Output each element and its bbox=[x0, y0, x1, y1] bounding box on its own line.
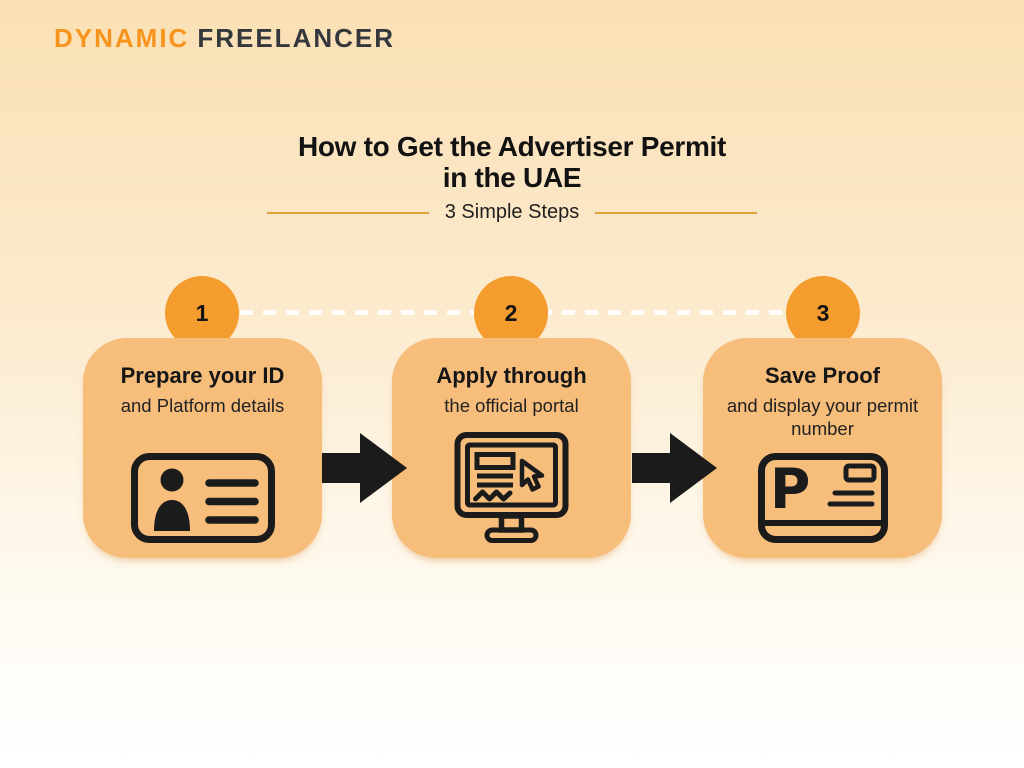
id-card-icon bbox=[130, 453, 275, 543]
step-2-title: Apply through bbox=[436, 363, 587, 388]
brand-name-secondary: FREELANCER bbox=[197, 23, 396, 53]
arrow-1-svg bbox=[322, 433, 407, 503]
subtitle-divider-right bbox=[595, 211, 758, 214]
portal-monitor-icon bbox=[454, 431, 569, 543]
arrow-2-svg bbox=[632, 433, 717, 503]
step-3-title: Save Proof bbox=[765, 363, 880, 388]
signature-squiggle bbox=[473, 489, 513, 502]
subtitle-text: 3 Simple Steps bbox=[444, 201, 580, 223]
permit-photo-box bbox=[843, 463, 876, 483]
permit-card-icon: P bbox=[757, 453, 888, 543]
permit-card-outline bbox=[757, 453, 888, 543]
id-card-outline bbox=[130, 453, 275, 543]
monitor-base bbox=[484, 527, 539, 543]
step-card-3: Save Proof and display your permit numbe… bbox=[703, 338, 942, 558]
step-number-badge-1: 1 bbox=[165, 276, 239, 350]
step-2-description: the official portal bbox=[444, 395, 579, 416]
page-header-box bbox=[474, 452, 516, 470]
person-head-icon bbox=[160, 468, 183, 492]
step-number-badge-2: 2 bbox=[474, 276, 548, 350]
id-card-icon-svg bbox=[130, 453, 275, 543]
arrow-1-shape bbox=[322, 433, 407, 503]
portal-monitor-icon-svg bbox=[454, 432, 569, 543]
step-number-2: 2 bbox=[504, 299, 518, 326]
step-number-3: 3 bbox=[816, 299, 830, 326]
arrow-2-shape bbox=[632, 433, 717, 503]
step-number-badge-3: 3 bbox=[786, 276, 860, 350]
page-title: How to Get the Advertiser Permit in the … bbox=[0, 131, 1024, 193]
subtitle-divider-left bbox=[266, 211, 429, 214]
monitor-screen bbox=[465, 442, 558, 508]
step-card-2: Apply through the official portal bbox=[392, 338, 631, 558]
brand-name-primary: DYNAMIC bbox=[54, 23, 190, 53]
page-title-line2: in the UAE bbox=[442, 162, 582, 193]
person-body-icon bbox=[153, 500, 190, 531]
permit-letter: P bbox=[770, 457, 810, 521]
step-number-1: 1 bbox=[195, 299, 209, 326]
arrow-right-icon-1 bbox=[322, 433, 407, 503]
permit-card-icon-svg: P bbox=[757, 453, 888, 543]
page-title-line1: How to Get the Advertiser Permit bbox=[297, 131, 727, 162]
subtitle-row: 3 Simple Steps bbox=[0, 201, 1024, 224]
step-1-description: and Platform details bbox=[120, 395, 285, 416]
arrow-right-icon-2 bbox=[632, 433, 717, 503]
step-card-1: Prepare your ID and Platform details bbox=[83, 338, 322, 558]
cursor-arrow-icon bbox=[519, 458, 545, 492]
step-1-title: Prepare your ID bbox=[120, 363, 285, 388]
step-3-description: and display your permit number bbox=[726, 395, 919, 439]
